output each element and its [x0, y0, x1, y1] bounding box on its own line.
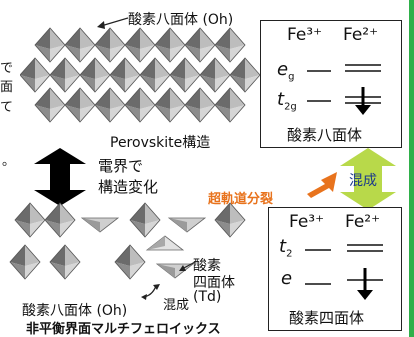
octahedral-levels — [307, 64, 381, 115]
octahedral-caption: 酸素八面体 — [287, 126, 363, 144]
octahedral-energy-box: Fe³⁺ Fe²⁺ eg t2g 酸素八面体 — [260, 20, 402, 148]
tetrahedra-label-3: (Td) — [193, 289, 222, 305]
octahedra-label-bottom: 酸素八面体 (Oh) — [22, 303, 128, 319]
caption-multiferroics: 非平衡界面マルチフェロイックス — [26, 322, 221, 337]
orange-arrow-icon — [307, 172, 337, 198]
field-label-1: 電界で — [98, 157, 144, 175]
tetrahedra-label-2: 四面体 — [193, 275, 235, 291]
octahedra-row-3 — [34, 87, 246, 123]
octahedra-pointer-arrow — [97, 17, 129, 29]
mix-label-bottom: 混成 — [163, 298, 190, 313]
tetrahedra-label-1: 酸素 — [193, 258, 221, 274]
tetrahedral-energy-box: Fe³⁺ Fe²⁺ t2 e 酸素四面体 — [268, 207, 402, 331]
ion-fe2-bottom: Fe²⁺ — [345, 212, 381, 232]
perovskite-label: Perovskite構造 — [110, 135, 211, 151]
perovskite-crystal — [20, 27, 261, 123]
green-edge-bar — [409, 0, 414, 337]
mix-badge-label: 混成 — [349, 173, 377, 189]
left-fragment-3: て — [0, 100, 14, 115]
field-label-2: 構造変化 — [98, 178, 159, 196]
ion-fe3-top: Fe³⁺ — [287, 25, 323, 45]
octahedra-row-1 — [34, 27, 246, 63]
level-t2g: t2g — [277, 89, 297, 113]
ion-fe3-bottom: Fe³⁺ — [289, 212, 325, 232]
level-eg: eg — [277, 59, 295, 83]
octahedra-label-top: 酸素八面体 (Oh) — [128, 12, 234, 28]
tetrahedral-levels — [305, 244, 383, 300]
left-fragment-1: で — [0, 61, 14, 76]
bottom-octahedra-row-1 — [14, 202, 246, 238]
ion-fe2-top: Fe²⁺ — [343, 25, 379, 45]
level-e: e — [281, 268, 293, 289]
left-fragment-2: 面 — [0, 80, 14, 95]
orbital-splitting-label: 超軌道分裂 — [208, 192, 274, 207]
tetrahedral-caption: 酸素四面体 — [289, 309, 365, 327]
double-arrow-icon — [34, 148, 86, 206]
octahedra-row-2 — [20, 57, 261, 93]
mix-arrow-icon — [340, 148, 396, 210]
left-fragment-4: 。 — [2, 154, 16, 169]
mix-curved-arrow-icon — [141, 284, 160, 300]
tetrahedra-pointer — [179, 261, 196, 271]
level-t2: t2 — [279, 236, 293, 260]
